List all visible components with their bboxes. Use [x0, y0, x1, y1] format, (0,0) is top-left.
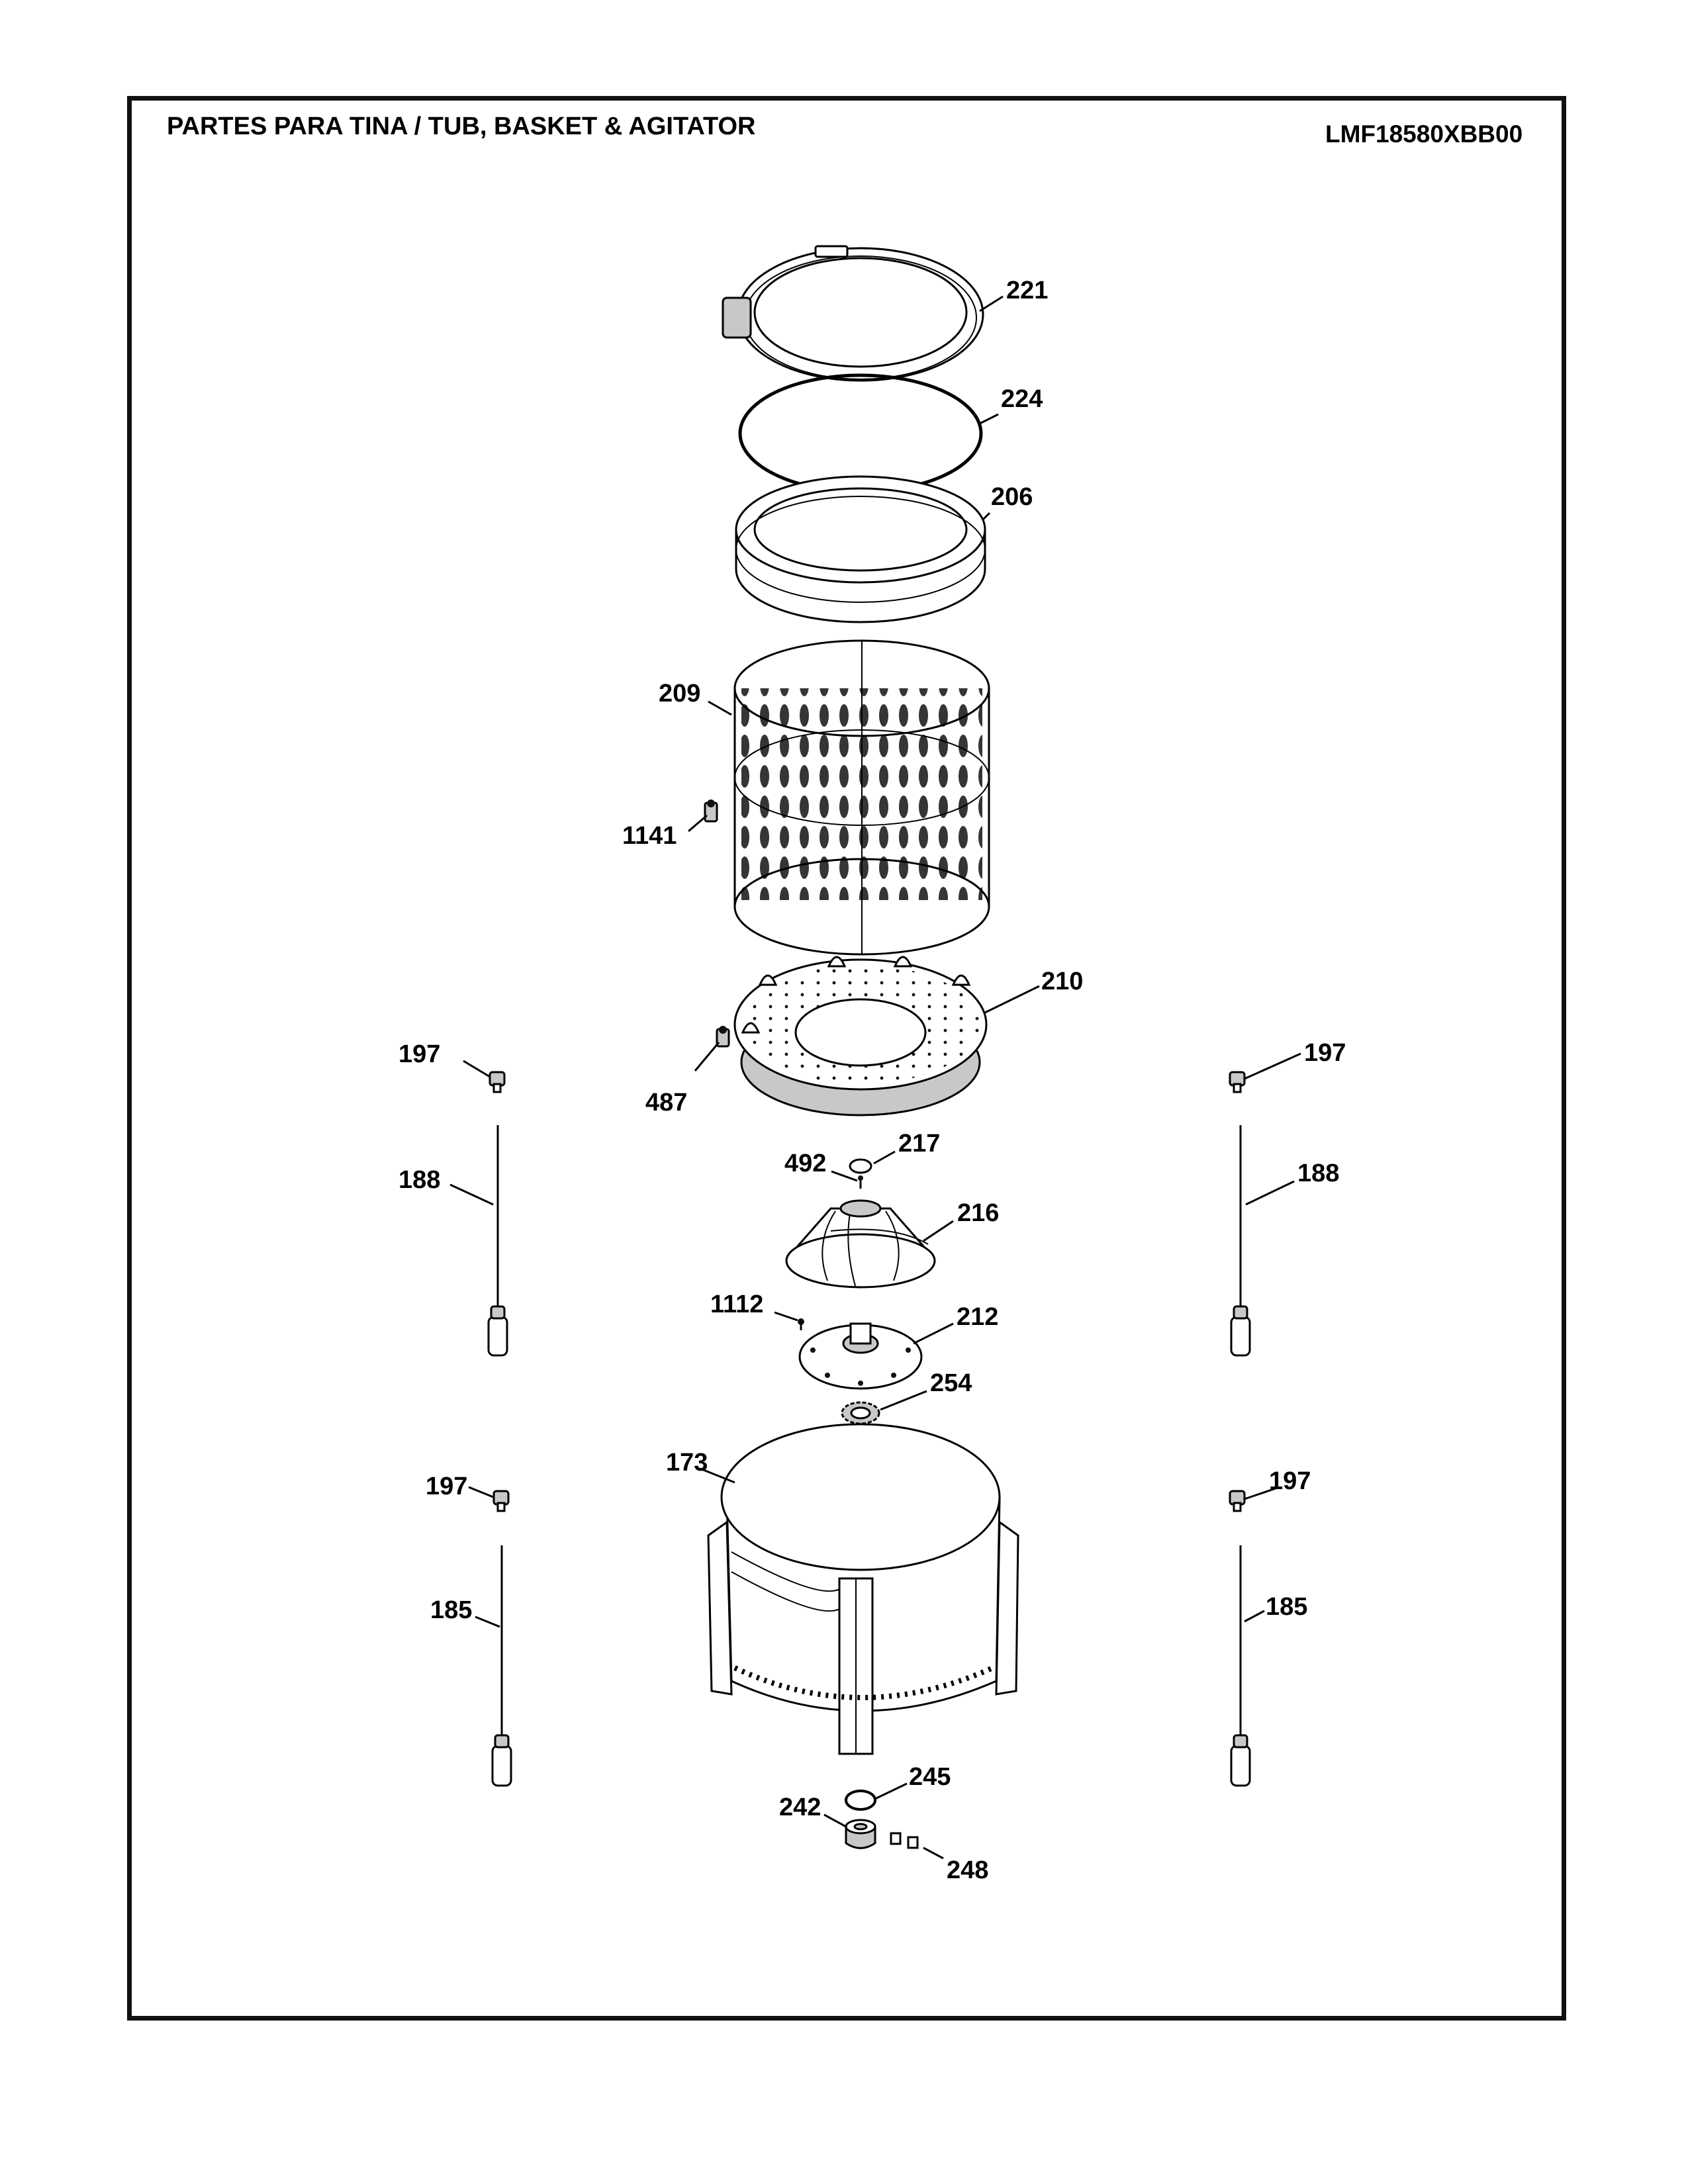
- page-title: PARTES PARA TINA / TUB, BASKET & AGITATO…: [167, 113, 756, 140]
- callout-197-bottom-left: 197: [426, 1473, 467, 1500]
- callout-242: 242: [779, 1794, 821, 1821]
- balance-ring-part: [735, 475, 986, 623]
- callout-216: 216: [957, 1199, 999, 1227]
- callout-212: 212: [957, 1303, 998, 1331]
- hub-screw-part: [798, 1318, 804, 1330]
- spin-basket-part: [733, 639, 990, 956]
- cap-screw-part: [858, 1175, 863, 1189]
- callout-224: 224: [1001, 385, 1043, 413]
- callout-245: 245: [909, 1763, 951, 1791]
- diagram-frame: [127, 96, 1566, 2021]
- callout-217: 217: [898, 1130, 940, 1158]
- callout-209: 209: [659, 680, 700, 707]
- gasket-part: [738, 373, 983, 494]
- o-ring-part: [845, 1790, 876, 1811]
- callout-188-left: 188: [399, 1166, 440, 1194]
- nut-part-bottom-right: [1229, 1490, 1246, 1512]
- callout-1112: 1112: [710, 1291, 763, 1318]
- callout-185-right: 185: [1266, 1593, 1307, 1621]
- callout-210: 210: [1041, 968, 1083, 995]
- callout-492: 492: [784, 1150, 826, 1177]
- agitator-cap-part: [849, 1158, 872, 1174]
- tub-cover-ring-part: [722, 245, 984, 382]
- leader-lines: [449, 295, 1301, 1860]
- basket-screw-part: [704, 799, 718, 823]
- callout-185-left: 185: [430, 1596, 472, 1624]
- callout-221: 221: [1006, 277, 1048, 304]
- callout-206: 206: [991, 483, 1033, 511]
- callout-173: 173: [666, 1449, 708, 1477]
- basket-base-part: [733, 956, 988, 1116]
- callout-197-top-left: 197: [399, 1040, 440, 1068]
- nut-part-top-right: [1229, 1071, 1246, 1093]
- callout-188-right: 188: [1297, 1160, 1339, 1187]
- clip-part: [890, 1832, 919, 1849]
- callout-248: 248: [947, 1856, 988, 1884]
- hub-plate-part: [798, 1322, 923, 1390]
- bearing-part: [845, 1819, 876, 1849]
- model-number: LMF18580XBB00: [1325, 120, 1523, 148]
- callout-1141: 1141: [622, 822, 677, 850]
- suspension-rod-part-left: [487, 1125, 508, 1357]
- callout-254: 254: [930, 1369, 972, 1397]
- coupling-part: [841, 1401, 880, 1425]
- nut-part-top-left: [489, 1071, 506, 1093]
- outer-tub-part: [707, 1423, 1019, 1755]
- pulsator-part: [785, 1199, 936, 1289]
- base-screw-part: [716, 1026, 730, 1048]
- suspension-rod-part-lower-left: [491, 1545, 512, 1787]
- suspension-rod-part-right: [1230, 1125, 1251, 1357]
- nut-part-bottom-left: [492, 1490, 510, 1512]
- suspension-rod-part-lower-right: [1230, 1545, 1251, 1787]
- callout-197-bottom-right: 197: [1269, 1467, 1311, 1495]
- callout-487: 487: [645, 1089, 687, 1116]
- callout-197-top-right: 197: [1304, 1039, 1346, 1067]
